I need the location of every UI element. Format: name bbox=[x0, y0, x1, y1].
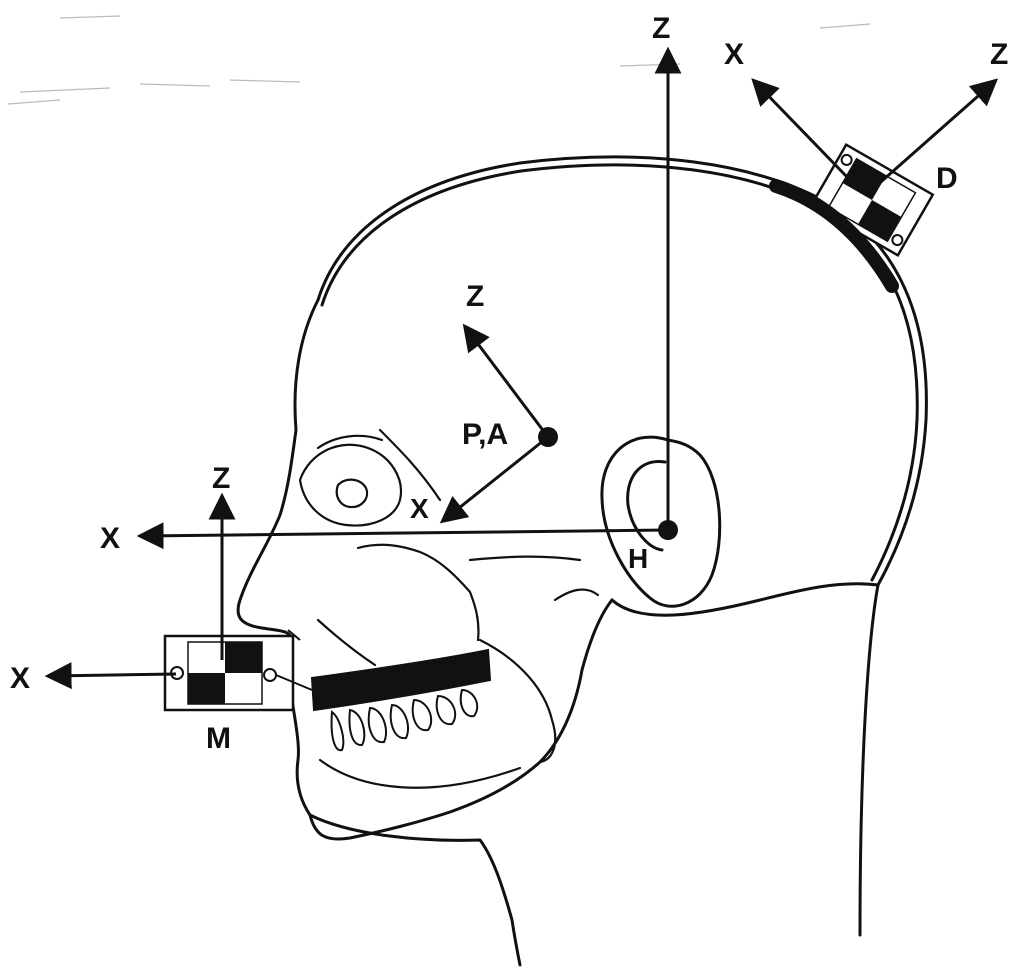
head-z-label: Z bbox=[652, 12, 670, 45]
ear bbox=[602, 437, 720, 606]
mouth-z-label: Z bbox=[212, 462, 230, 495]
cheekbone bbox=[358, 545, 478, 640]
ear-inner bbox=[628, 461, 665, 550]
dorsal-z-axis bbox=[874, 82, 994, 188]
pa-origin-dot bbox=[538, 427, 558, 447]
mouth-marker-pin-right bbox=[264, 669, 276, 681]
dorsal-marker-label: D bbox=[936, 162, 958, 195]
head-origin-dot bbox=[658, 520, 678, 540]
mandible-notch bbox=[555, 590, 598, 600]
mouth-marker bbox=[165, 630, 312, 710]
cranium-outer-line bbox=[318, 157, 926, 935]
maxilla-line bbox=[318, 620, 375, 665]
pa-origin-label: P,A bbox=[462, 418, 508, 451]
mouth-marker-label: M bbox=[206, 722, 231, 755]
zygomatic-arch bbox=[470, 557, 580, 560]
dorsal-marker bbox=[811, 145, 933, 256]
brow-ridge bbox=[318, 436, 382, 448]
dorsal-x-axis bbox=[755, 82, 848, 178]
mouth-marker-dark-cell-2 bbox=[188, 673, 225, 704]
dorsal-x-label: X bbox=[724, 38, 744, 71]
teeth bbox=[312, 650, 490, 750]
eye-orbit bbox=[300, 445, 401, 526]
skull-details bbox=[300, 430, 598, 788]
pa-z-label: Z bbox=[466, 280, 484, 313]
eye-inner bbox=[337, 480, 367, 507]
mouth-x-axis bbox=[50, 674, 176, 676]
temporal-line bbox=[380, 430, 440, 500]
jaw-lower bbox=[320, 760, 520, 788]
head-x-label: X bbox=[100, 522, 120, 555]
mouth-x-label: X bbox=[10, 662, 30, 695]
dorsal-z-label: Z bbox=[990, 38, 1008, 71]
pa-x-label: X bbox=[410, 493, 429, 524]
mandible-line bbox=[480, 640, 555, 762]
mouth-marker-dark-cell-1 bbox=[225, 642, 262, 673]
forehead-line bbox=[238, 300, 318, 640]
head-outline bbox=[238, 157, 926, 965]
head-origin-label: H bbox=[628, 543, 648, 574]
